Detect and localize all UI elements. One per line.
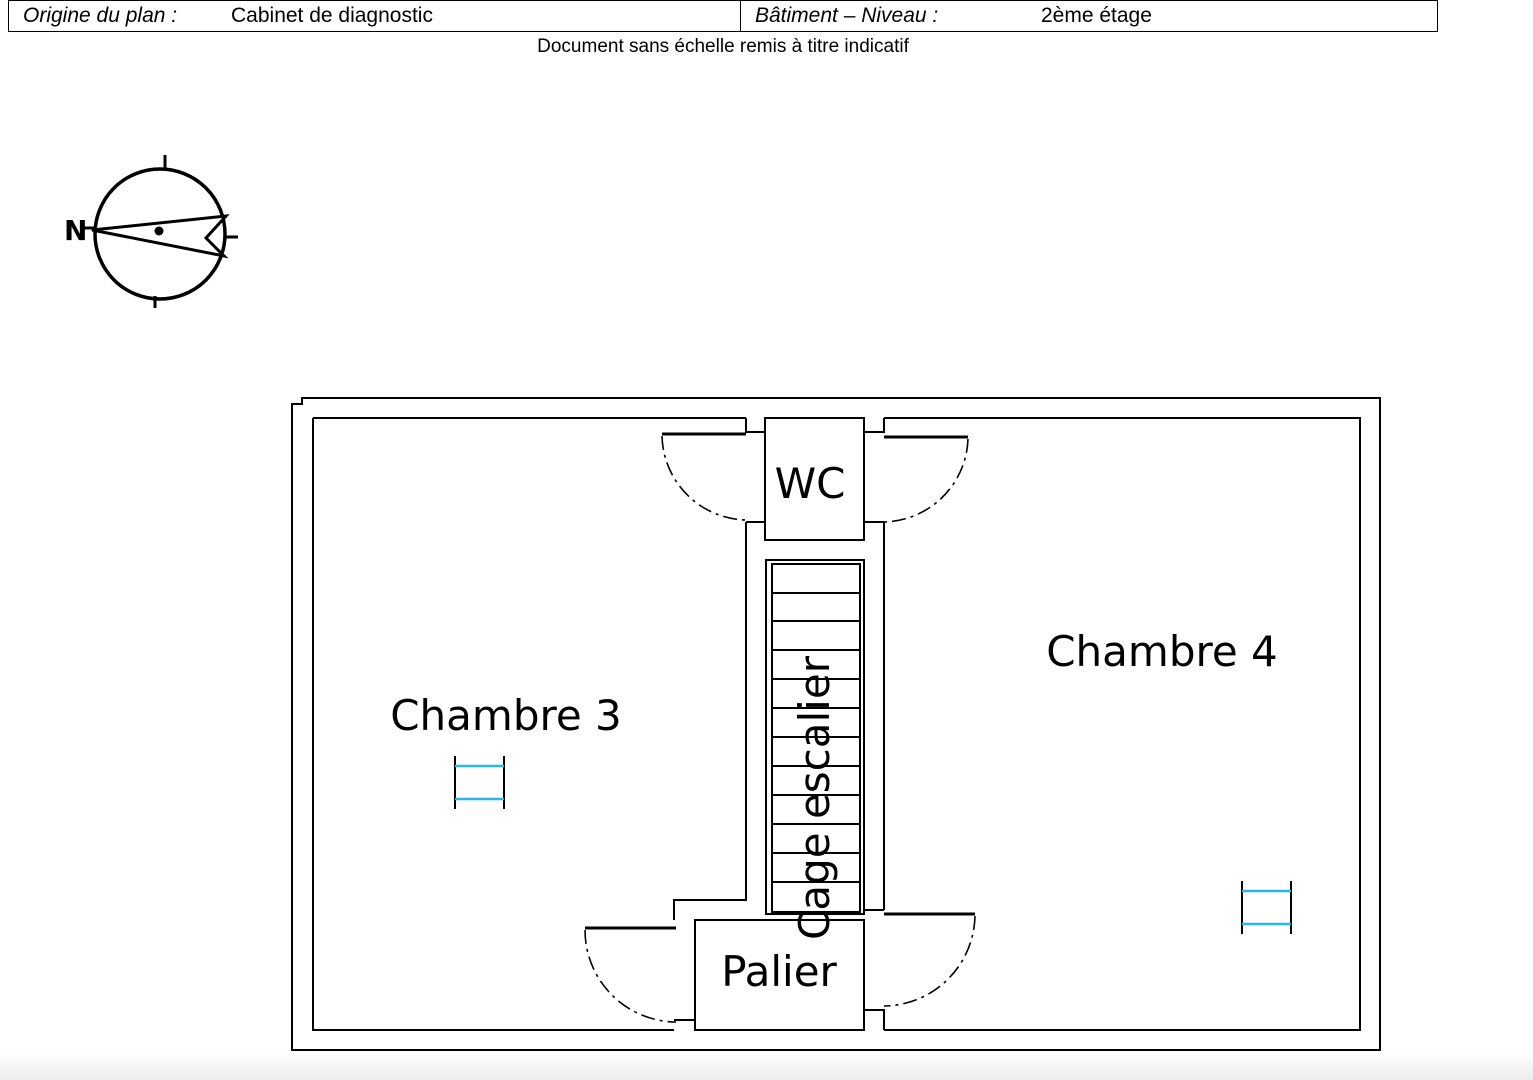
room-label-cage-escalier: Cage escalier (790, 655, 839, 940)
plan-origin-cell: Origine du plan : Cabinet de diagnostic (9, 1, 741, 31)
room-label-palier: Palier (721, 947, 837, 996)
window-chambre3-icon (454, 756, 505, 809)
room-label-chambre3: Chambre 3 (390, 691, 622, 740)
door-chambre4-wc (881, 435, 969, 523)
plan-origin-value: Cabinet de diagnostic (231, 4, 433, 27)
page-bottom-edge (0, 1052, 1533, 1080)
window-chambre4-icon (1241, 881, 1292, 934)
staircase (765, 559, 865, 915)
room-label-chambre4: Chambre 4 (1046, 627, 1278, 676)
plan-header-table: Origine du plan : Cabinet de diagnostic … (8, 0, 1438, 32)
door-chambre3-palier (584, 926, 677, 1023)
building-level-cell: Bâtiment – Niveau : 2ème étage (741, 1, 1437, 31)
room-label-wc: WC (775, 459, 846, 508)
door-chambre3-wc (661, 432, 749, 521)
building-level-value: 2ème étage (1041, 4, 1152, 27)
plan-origin-label: Origine du plan : (23, 4, 178, 27)
interior-walls (673, 417, 885, 1031)
building-level-label: Bâtiment – Niveau : (755, 4, 939, 27)
exterior-walls (291, 397, 1381, 1051)
compass-north-letter: N (64, 214, 87, 247)
scale-disclaimer: Document sans échelle remis à titre indi… (537, 36, 909, 57)
door-chambre4-palier (883, 912, 976, 1007)
compass-north-icon: N (64, 155, 238, 308)
